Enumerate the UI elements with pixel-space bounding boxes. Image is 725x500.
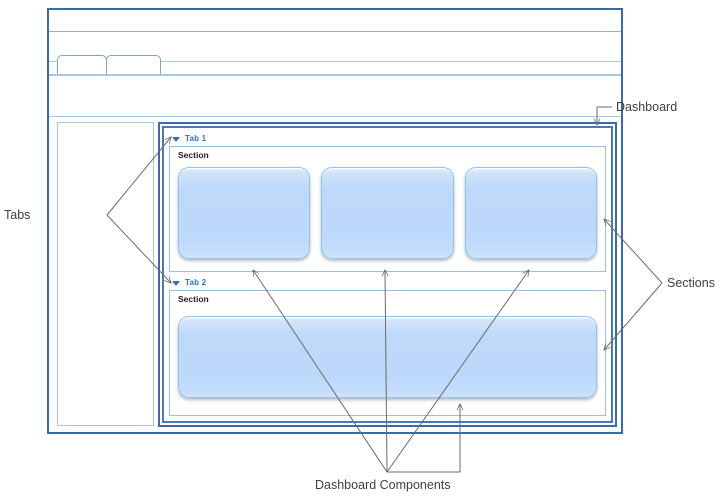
section-1: Section [169,146,606,272]
dashboard-inner-frame: Tab 1 Section Tab 2 [162,126,613,423]
tab-group-2: Tab 2 Section [169,276,606,416]
annotation-label-tabs: Tabs [4,208,31,222]
annotation-label-dashboard: Dashboard [616,100,678,114]
application-window: Tab 1 Section Tab 2 [47,8,623,434]
section-title-1: Section [178,150,209,160]
section-body-1 [178,165,597,264]
chevron-down-icon [172,280,180,286]
chrome-tab-2[interactable] [106,55,161,74]
window-toolbar [49,76,621,117]
tabstrip-baseline [49,74,621,76]
tab-header-1[interactable]: Tab 1 [169,132,606,146]
tab-group-1: Tab 1 Section [169,132,606,272]
section-title-2: Section [178,294,209,304]
window-titlebar [49,10,621,32]
annotation-label-dashboard-components: Dashboard Components [315,478,451,492]
window-sidebar [57,122,154,426]
dashboard-component-1[interactable] [178,166,311,259]
chrome-tab-1[interactable] [57,55,107,74]
tab-label-1: Tab 1 [185,134,207,143]
dashboard-component-3[interactable] [464,166,597,259]
dashboard-component-2[interactable] [321,166,454,259]
tab-header-2[interactable]: Tab 2 [169,276,606,290]
chevron-down-icon [172,136,180,142]
dashboard-component-4[interactable] [178,315,597,398]
annotation-label-sections: Sections [667,276,715,290]
dashboard: Tab 1 Section Tab 2 [158,122,617,427]
tab-label-2: Tab 2 [185,278,207,287]
section-body-2 [178,309,597,408]
browser-tabstrip [49,55,621,75]
section-2: Section [169,290,606,416]
